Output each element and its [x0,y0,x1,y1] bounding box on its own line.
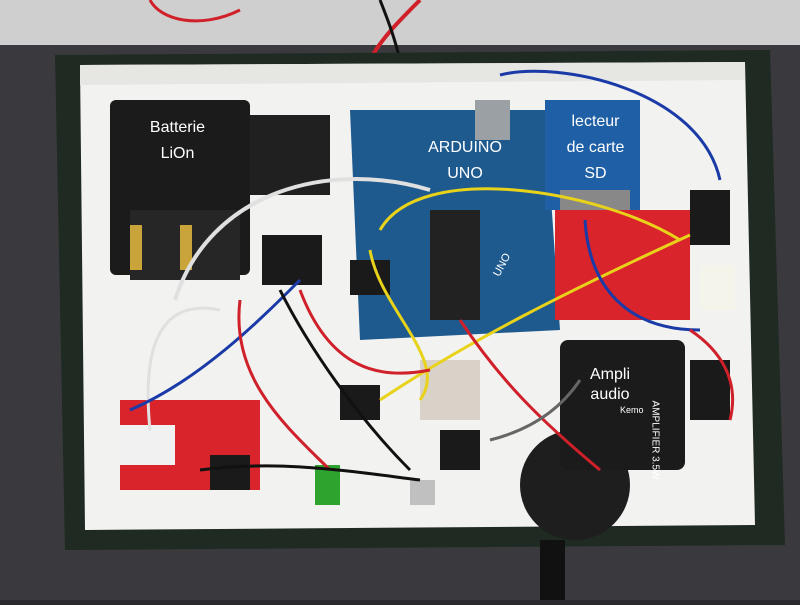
sd-reader-label-line-2: de carte [566,139,625,156]
amplifier-label: Ampli audio [575,365,645,411]
amp-brand-print: Kemo [620,405,644,415]
battery-label-line-1: Batterie [149,119,206,136]
amplifier-label-line-2: audio [590,386,630,403]
battery-label-line-2: LiOn [160,145,195,162]
sd-reader-label-line-3: SD [584,165,607,182]
arduino-label-line-2: UNO [447,165,483,182]
sd-reader-label-line-1: lecteur [571,113,620,130]
amplifier-label-line-1: Ampli [589,366,630,383]
sd-reader-label: lecteur de carte SD [548,112,643,190]
amp-module-print: AMPLIFIER 3.5W [649,400,661,480]
arduino-label-line-1: ARDUINO [428,139,502,156]
battery-label: Batterie LiOn [130,118,225,170]
arduino-label: ARDUINO UNO [410,138,520,190]
